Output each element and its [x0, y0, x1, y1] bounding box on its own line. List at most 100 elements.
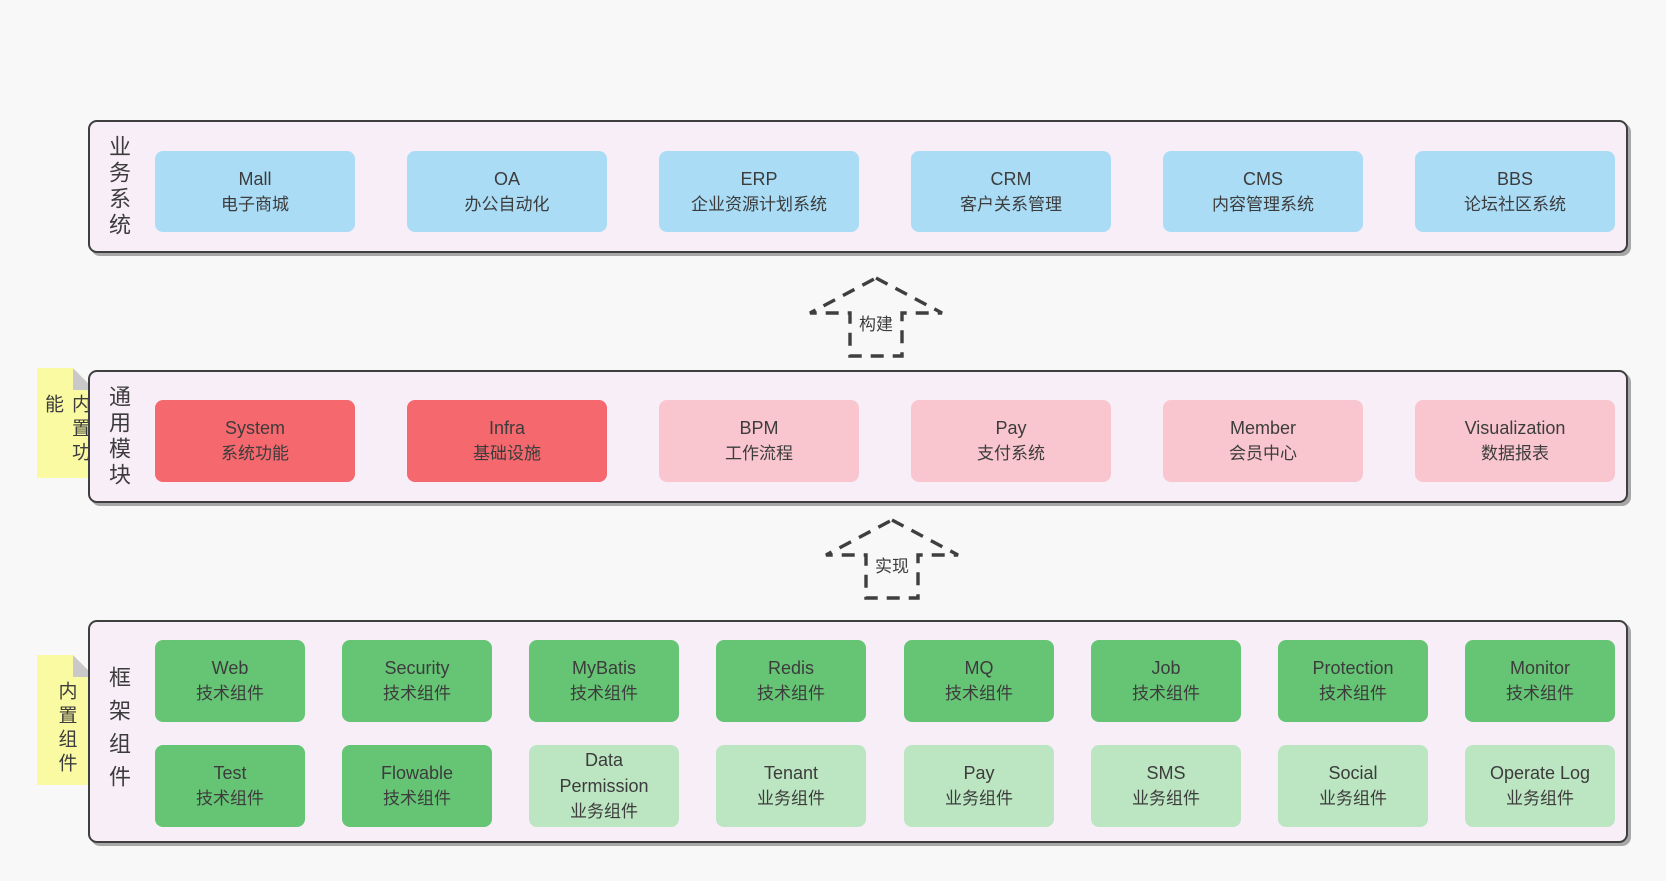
- box-name: System: [224, 418, 285, 438]
- box-web: Web 技术组件: [155, 640, 305, 722]
- box-name: BPM: [739, 418, 779, 438]
- box-desc: 基础设施: [473, 444, 541, 463]
- box-infra: Infra 基础设施: [407, 400, 607, 482]
- layer-label-text: 通用模块: [106, 384, 131, 489]
- box-redis: Redis 技术组件: [716, 640, 866, 722]
- box-name: Data Permission: [559, 750, 649, 796]
- box-name: Member: [1229, 418, 1296, 438]
- box-crm: CRM 客户关系管理: [911, 151, 1111, 232]
- box-desc: 技术组件: [1132, 684, 1200, 703]
- box-protection: Protection 技术组件: [1278, 640, 1428, 722]
- box-flowable: Flowable 技术组件: [342, 745, 492, 827]
- box-name: OA: [493, 168, 520, 189]
- box-name: CMS: [1243, 168, 1283, 189]
- box-sms: SMS 业务组件: [1091, 745, 1241, 827]
- layer-label-framework-components: 框架组件: [98, 622, 138, 841]
- box-desc: 业务组件: [945, 789, 1013, 808]
- sticky-note-builtin-features: 内置功能: [37, 368, 95, 478]
- box-desc: 技术组件: [383, 789, 451, 808]
- arrow-label: 实现: [875, 557, 909, 576]
- box-desc: 技术组件: [196, 684, 264, 703]
- box-erp: ERP 企业资源计划系统: [659, 151, 859, 232]
- box-name: Job: [1151, 658, 1181, 678]
- box-name: BBS: [1496, 168, 1534, 189]
- box-desc: 企业资源计划系统: [691, 194, 827, 214]
- box-operate-log: Operate Log 业务组件: [1465, 745, 1615, 827]
- box-desc: 业务组件: [1319, 789, 1387, 808]
- box-monitor: Monitor 技术组件: [1465, 640, 1615, 722]
- box-name: Flowable: [380, 763, 454, 783]
- layer-label-common-modules: 通用模块: [98, 372, 138, 501]
- implement-arrow: 实现: [825, 518, 959, 600]
- box-desc: 系统功能: [221, 444, 289, 463]
- layer-framework-components: 框架组件 Web 技术组件 Security 技术组件 MyBatis 技术组件…: [88, 620, 1628, 843]
- dashed-up-arrow-shape: [809, 276, 943, 358]
- box-name: Protection: [1312, 658, 1394, 678]
- box-desc: 支付系统: [977, 444, 1045, 463]
- box-name: Social: [1328, 763, 1378, 783]
- box-desc: 技术组件: [383, 684, 451, 703]
- box-name: ERP: [740, 168, 778, 189]
- box-cms: CMS 内容管理系统: [1163, 151, 1363, 232]
- box-mybatis: MyBatis 技术组件: [529, 640, 679, 722]
- box-name: Web: [211, 658, 249, 678]
- sticky-note-text: 内置组件: [55, 681, 77, 777]
- layer-common-modules: 通用模块 System 系统功能 Infra 基础设施 BPM 工作流程 Pay…: [88, 370, 1628, 503]
- box-name: Test: [213, 763, 247, 783]
- box-desc: 办公自动化: [464, 194, 550, 214]
- box-name: MyBatis: [571, 658, 636, 678]
- box-name: Monitor: [1509, 658, 1571, 678]
- arrow-label: 构建: [859, 315, 893, 334]
- box-name: Pay: [995, 418, 1027, 438]
- box-desc: 内容管理系统: [1212, 194, 1314, 214]
- box-name: Security: [384, 658, 450, 678]
- box-system: System 系统功能: [155, 400, 355, 482]
- box-pay-system: Pay 支付系统: [911, 400, 1111, 482]
- box-name: SMS: [1146, 763, 1186, 783]
- box-desc: 工作流程: [725, 444, 793, 463]
- box-member: Member 会员中心: [1163, 400, 1363, 482]
- box-data-permission: Data Permission 业务组件: [529, 745, 679, 827]
- box-desc: 业务组件: [757, 789, 825, 808]
- box-security: Security 技术组件: [342, 640, 492, 722]
- layer-label-business-systems: 业务系统: [98, 122, 138, 251]
- box-name: Tenant: [763, 763, 819, 783]
- box-visualization: Visualization 数据报表: [1415, 400, 1615, 482]
- box-job: Job 技术组件: [1091, 640, 1241, 722]
- box-name: MQ: [964, 658, 994, 678]
- box-desc: 技术组件: [945, 684, 1013, 703]
- box-desc: 技术组件: [196, 789, 264, 808]
- box-desc: 技术组件: [1319, 684, 1387, 703]
- box-desc: 业务组件: [1506, 789, 1574, 808]
- box-desc: 技术组件: [570, 684, 638, 703]
- box-name: Infra: [488, 418, 526, 438]
- sticky-note-builtin-components: 内置组件: [37, 655, 95, 785]
- box-desc: 业务组件: [1132, 789, 1200, 808]
- box-desc: 数据报表: [1481, 444, 1549, 463]
- layer-business-systems: 业务系统 Mall 电子商城 OA 办公自动化 ERP 企业资源计划系统 CRM…: [88, 120, 1628, 253]
- box-tenant: Tenant 业务组件: [716, 745, 866, 827]
- box-bpm: BPM 工作流程: [659, 400, 859, 482]
- box-bbs: BBS 论坛社区系统: [1415, 151, 1615, 232]
- box-pay-component: Pay 业务组件: [904, 745, 1054, 827]
- box-name: CRM: [990, 168, 1032, 189]
- box-mall: Mall 电子商城: [155, 151, 355, 232]
- sticky-note-text: 内置功能: [42, 394, 90, 466]
- box-name: Mall: [238, 168, 272, 189]
- dashed-up-arrow-shape: [825, 518, 959, 600]
- box-name: Operate Log: [1489, 763, 1591, 783]
- box-name: Redis: [767, 658, 815, 678]
- box-desc: 电子商城: [221, 194, 289, 214]
- box-desc: 会员中心: [1229, 444, 1297, 463]
- layer-label-text: 框架组件: [106, 665, 131, 798]
- layer-label-text: 业务系统: [106, 134, 131, 239]
- box-name: Pay: [963, 763, 995, 783]
- box-desc: 业务组件: [570, 802, 638, 821]
- box-social: Social 业务组件: [1278, 745, 1428, 827]
- build-arrow: 构建: [809, 276, 943, 358]
- box-mq: MQ 技术组件: [904, 640, 1054, 722]
- box-desc: 客户关系管理: [960, 194, 1062, 214]
- box-desc: 技术组件: [1506, 684, 1574, 703]
- box-oa: OA 办公自动化: [407, 151, 607, 232]
